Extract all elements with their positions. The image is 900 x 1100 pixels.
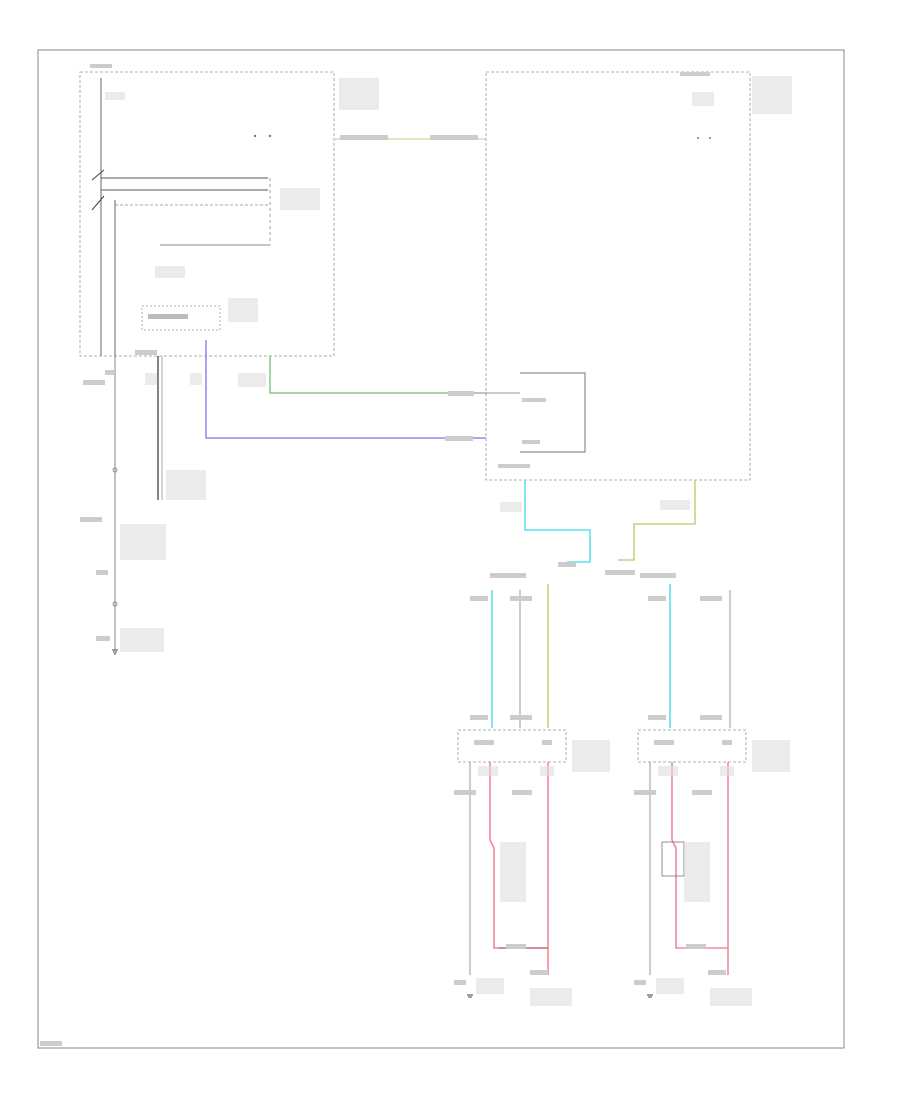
connector-label-left (135, 350, 157, 355)
heater-right-text (654, 740, 674, 745)
ground-icon (112, 649, 118, 655)
wire-label-blk (96, 570, 108, 575)
lower-right-label-6 (708, 970, 726, 975)
wire-label-grn-right (448, 391, 474, 396)
right-module-box (485, 71, 751, 481)
wire-label-grn (238, 373, 266, 387)
ground-icon (467, 994, 473, 998)
fuse-text-top (105, 92, 125, 100)
left-module-title-text (339, 78, 379, 110)
lower-right-sensor-text (710, 988, 752, 1006)
wire-label-blu (190, 373, 202, 385)
wire-blue (205, 340, 486, 439)
inner-circuit-label-1 (522, 398, 546, 402)
heater-left-label (572, 740, 610, 772)
heater-box-right (637, 729, 747, 763)
connector-icon (112, 467, 118, 473)
harness-label-right (640, 573, 676, 578)
wire-label-lb-l2 (470, 715, 488, 720)
lower-right-label-4 (692, 790, 712, 795)
lower-left-label-7 (454, 980, 466, 985)
splice-label-2 (605, 570, 635, 575)
left-module-box (79, 71, 335, 357)
lower-right-box (661, 841, 685, 877)
right-module-title-text (752, 76, 792, 114)
sensor-label (166, 470, 206, 500)
right-connector-dot-2 (709, 137, 711, 139)
lower-left-text-block (500, 842, 526, 902)
wire-label-bw-r2 (700, 715, 722, 720)
wire-label-gray (145, 373, 157, 385)
relay-label-text (228, 298, 258, 322)
lower-left-ground-text (476, 978, 504, 994)
connector-icon (112, 601, 118, 607)
wire-label-bw-r1 (700, 596, 722, 601)
wire-label-blu-right (445, 436, 473, 441)
harness-label-left (490, 573, 526, 578)
wire-green (269, 356, 486, 394)
control-relay-label (148, 314, 188, 319)
wire-yellow-green-main (618, 480, 696, 561)
connector-dot-1 (253, 134, 257, 138)
wire-label-top-left (340, 135, 388, 140)
inner-circuit-label-2 (522, 440, 540, 444)
wire-cyan-main (524, 480, 591, 563)
connector-dot-2 (268, 134, 272, 138)
footer-code (40, 1041, 62, 1046)
lower-left-label-6 (530, 970, 548, 975)
heater-box-left (457, 729, 567, 763)
lower-right-label-1 (658, 766, 678, 776)
lower-left-label-1 (478, 766, 498, 776)
wire-label-lb-l1 (470, 596, 488, 601)
lower-right-ground-text (656, 978, 684, 994)
heater-left-text (474, 740, 494, 745)
lower-left-sensor-text (530, 988, 572, 1006)
lower-left-label-3 (454, 790, 476, 795)
right-connector-dot-1 (697, 137, 699, 139)
wire-label-bk-wt-right (660, 500, 690, 510)
lower-left-label-5 (506, 944, 526, 949)
wire-label-bw-l1 (510, 596, 532, 601)
lower-right-label-5 (686, 944, 706, 949)
wire-label-bw-l2 (510, 715, 532, 720)
wire-label-bkwt-2 (80, 517, 102, 522)
lower-right-text-block (684, 842, 710, 902)
switch-label-text (280, 188, 320, 210)
right-fuse-text (692, 92, 714, 106)
lower-left-label-2 (540, 766, 554, 776)
switch-icon (91, 169, 105, 211)
wire-label-blk-2 (96, 636, 110, 641)
diagram-frame (37, 49, 845, 1049)
right-module (485, 71, 792, 481)
heater-right-label (752, 740, 790, 772)
wire-label-lb-r2 (648, 715, 666, 720)
ignition-label (120, 524, 166, 560)
lower-right-label-3 (634, 790, 656, 795)
wire-label-lt-blu (500, 502, 522, 512)
connector-label-bot-1 (105, 370, 115, 375)
heater-right-text-2 (722, 740, 732, 745)
splice-label-1 (558, 562, 576, 567)
lower-right-label-2 (720, 766, 734, 776)
heater-left-text-2 (542, 740, 552, 745)
unit-label (498, 464, 530, 468)
ground-label (120, 628, 164, 652)
wire-label-bkwt (83, 380, 105, 385)
control-relay-box (141, 305, 221, 331)
right-module-header-text (680, 72, 710, 76)
lower-left-label-4 (512, 790, 532, 795)
wire-label-top-right (430, 135, 478, 140)
lower-right-label-7 (634, 980, 646, 985)
ground-icon (647, 994, 653, 998)
inner-circuit-box (520, 372, 586, 453)
left-module-header-text (90, 64, 112, 68)
fuse-label-text (155, 266, 185, 278)
left-module (79, 64, 379, 357)
wire-label-lb-r1 (648, 596, 666, 601)
